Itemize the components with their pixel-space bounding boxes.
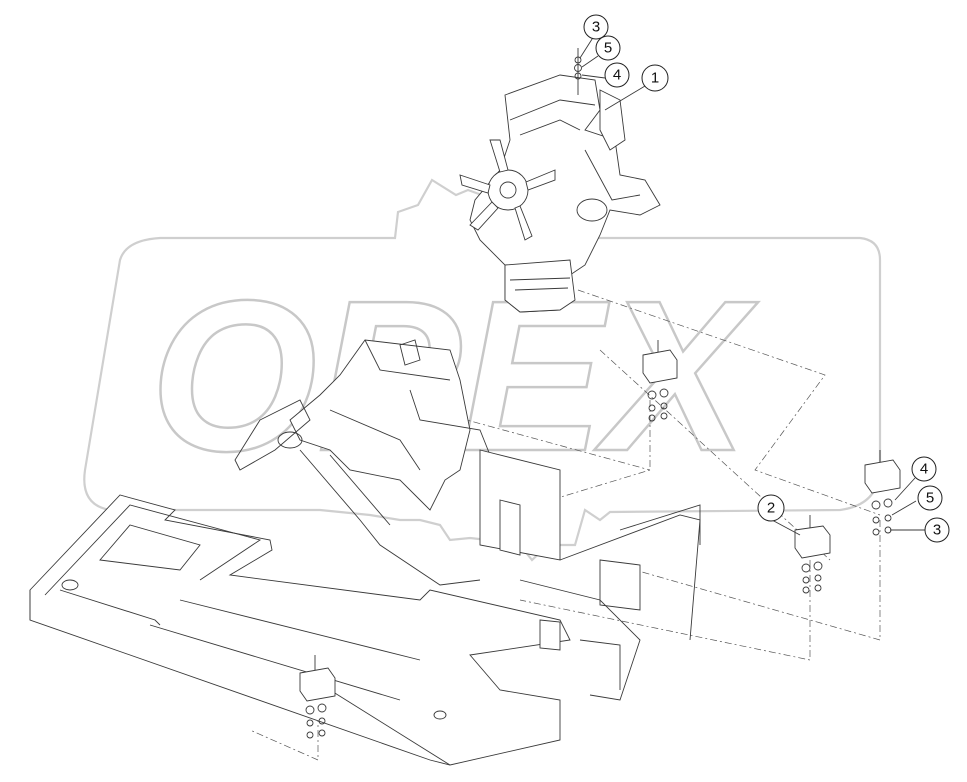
callout-4-top: 4 — [604, 62, 630, 88]
engine-assembly — [459, 74, 661, 313]
callout-3-top-label: 3 — [592, 19, 600, 36]
callout-3-top: 3 — [583, 14, 609, 40]
mount-far-right — [864, 450, 901, 536]
callout-2-label: 2 — [767, 500, 775, 517]
chassis-frame — [29, 494, 571, 766]
callout-5-right: 5 — [917, 485, 943, 511]
callout-1: 1 — [641, 64, 669, 92]
callout-4-right-label: 4 — [920, 461, 928, 478]
upper-structure — [234, 339, 701, 701]
callout-3-right-label: 3 — [933, 522, 941, 539]
mount-rear-right — [642, 340, 678, 422]
callout-4-right: 4 — [911, 456, 937, 482]
callout-5-right-label: 5 — [926, 490, 934, 507]
mount-mid-right — [794, 515, 831, 594]
callout-4-top-label: 4 — [613, 67, 621, 84]
callout-5-top-label: 5 — [604, 40, 612, 57]
watermark-badge — [83, 178, 882, 562]
mount-front-left — [299, 655, 336, 739]
callout-5-top: 5 — [595, 35, 621, 61]
callout-1-label: 1 — [651, 70, 659, 87]
engine-mounts — [299, 48, 901, 739]
callout-leaders — [579, 35, 925, 536]
callout-3-right: 3 — [924, 517, 950, 543]
engine-top-fasteners — [574, 48, 582, 95]
callout-2: 2 — [757, 494, 785, 522]
engine-fan — [459, 139, 556, 241]
